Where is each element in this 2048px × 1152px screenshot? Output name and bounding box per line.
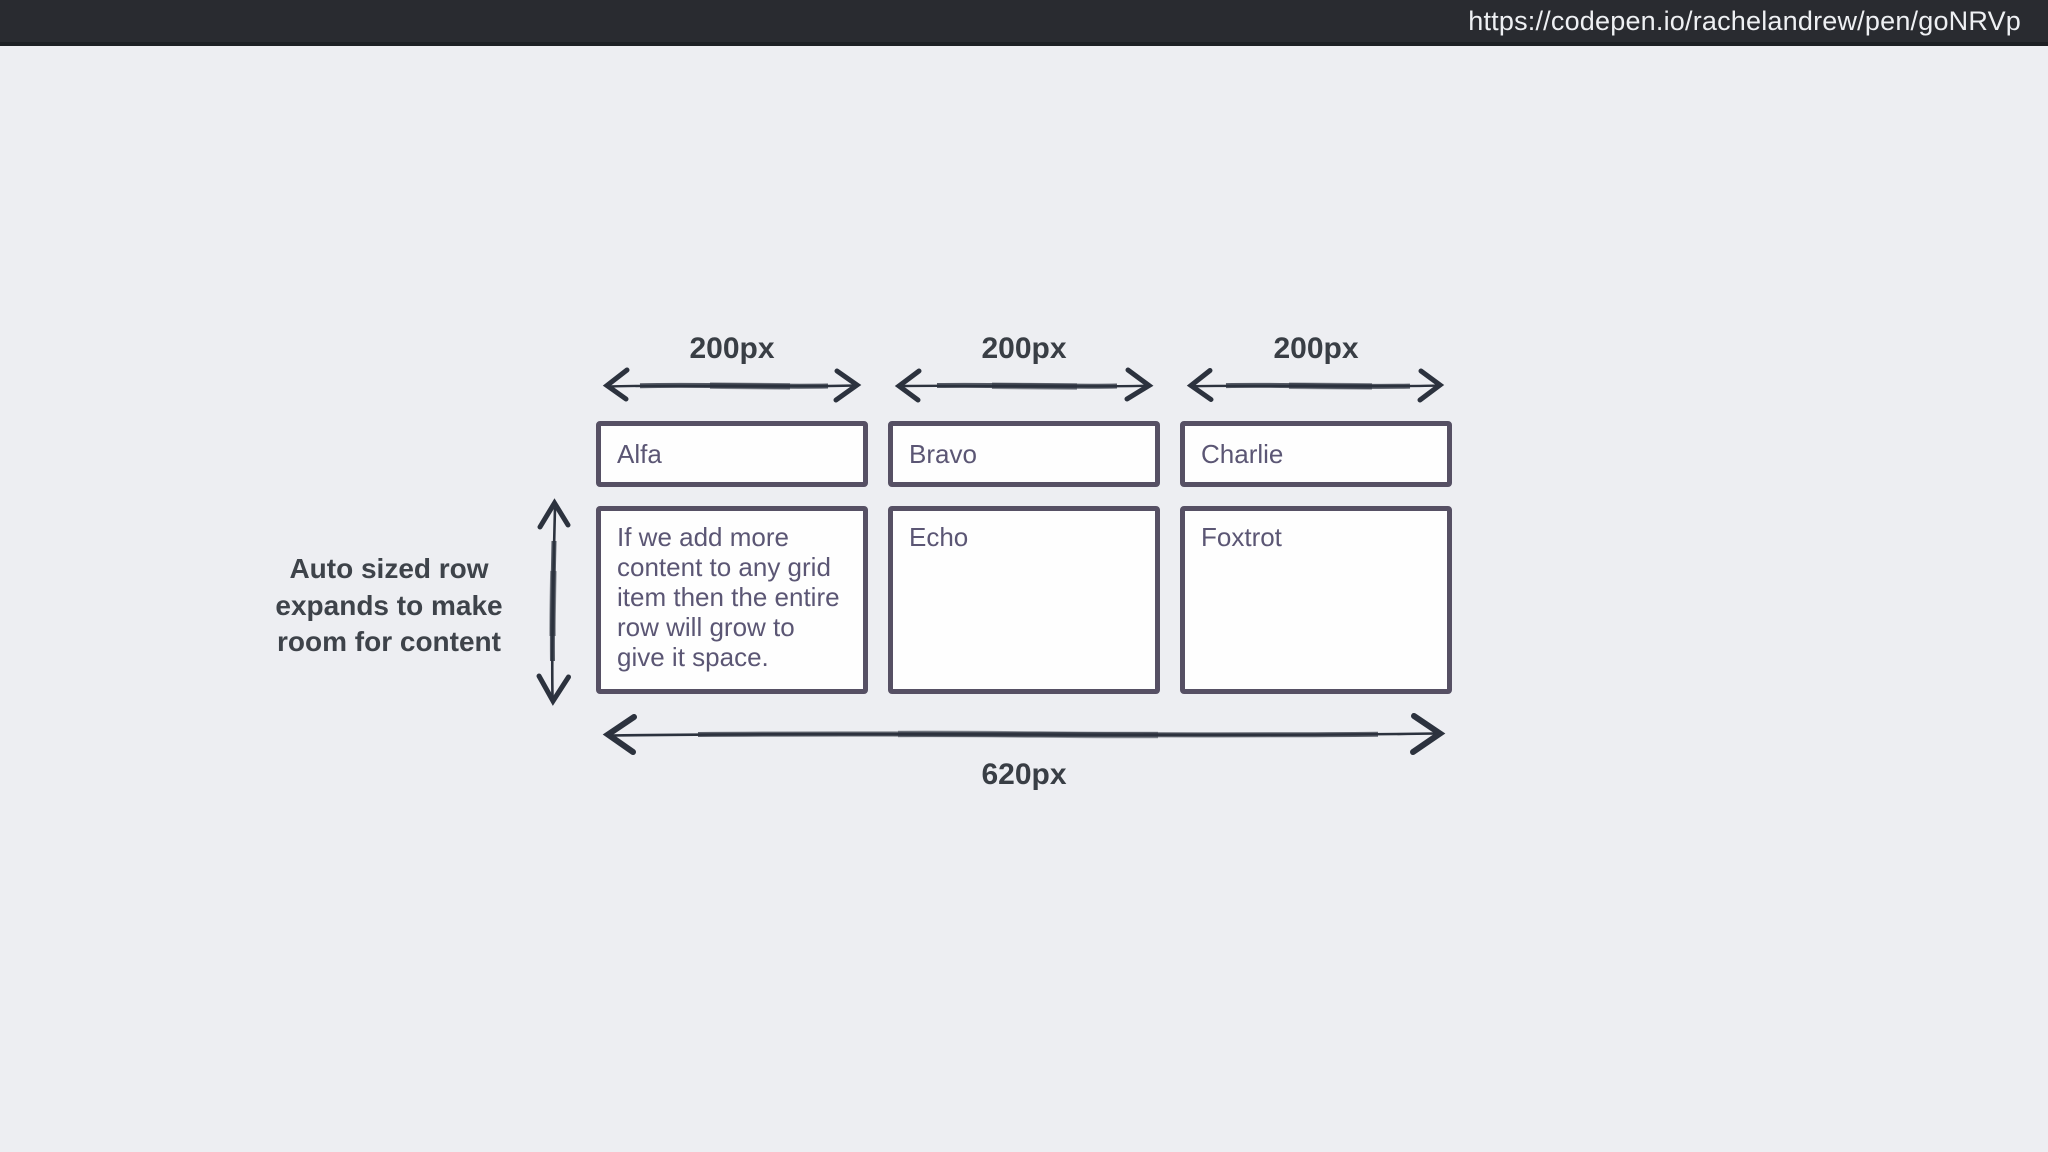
grid-item-label: Echo [909, 522, 969, 552]
top-url-bar: https://codepen.io/rachelandrew/pen/goNR… [0, 0, 2048, 46]
total-width-arrow [602, 713, 1446, 755]
column-width-arrow-2 [894, 367, 1154, 403]
auto-row-annotation: Auto sized row expands to make room for … [275, 553, 503, 657]
grid-item-charlie: Charlie [1180, 421, 1452, 487]
column-width-label-3: 200px [1273, 332, 1359, 365]
grid-item-foxtrot: Foxtrot [1180, 506, 1452, 694]
column-width-label-2: 200px [981, 332, 1067, 365]
grid-item-paragraph: If we add more content to any grid item … [617, 522, 840, 672]
column-width-label-1: 200px [689, 332, 775, 365]
grid-item-label: Bravo [909, 438, 977, 469]
page-url-text: https://codepen.io/rachelandrew/pen/goNR… [1468, 5, 2021, 36]
column-width-arrow-3 [1186, 368, 1445, 403]
grid-item-alfa: Alfa [596, 421, 868, 487]
column-width-arrow-1 [602, 367, 862, 403]
grid-item-label: Foxtrot [1201, 522, 1282, 552]
grid-item-echo: Echo [888, 506, 1160, 694]
grid-item-bravo: Bravo [888, 421, 1160, 487]
total-width-label: 620px [981, 758, 1067, 791]
grid-item-content: If we add more content to any grid item … [596, 506, 868, 694]
grid-item-label: Alfa [617, 438, 662, 469]
row-height-arrow [536, 498, 571, 706]
grid-item-label: Charlie [1201, 438, 1284, 469]
